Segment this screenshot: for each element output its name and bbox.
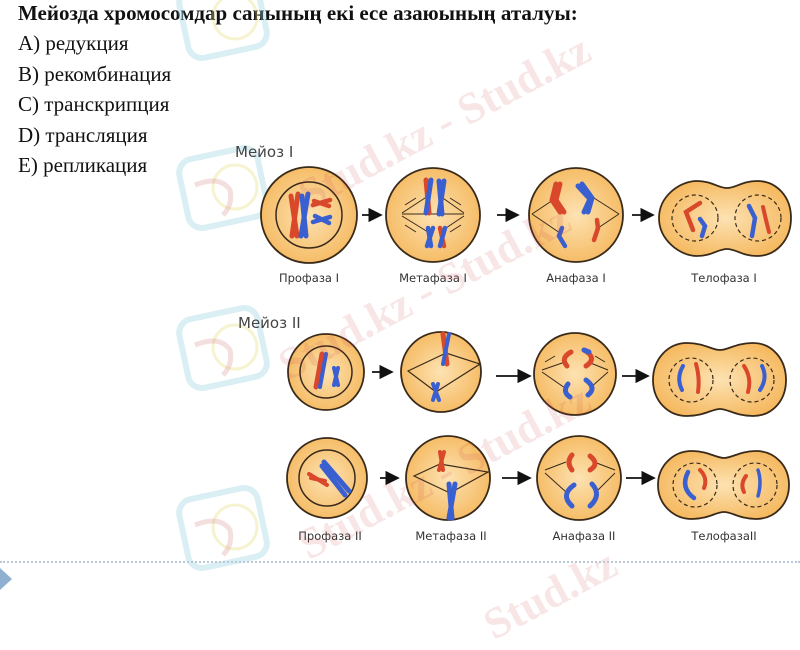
slide-divider: [0, 561, 800, 563]
prophase-2b-cell: [286, 437, 368, 519]
option-c[interactable]: C) транскрипция: [18, 92, 170, 116]
option-e[interactable]: E) репликация: [18, 153, 148, 177]
next-slide-arrow-icon[interactable]: [0, 568, 12, 590]
anaphase-2b-cell: [536, 435, 622, 521]
telophase-2b-cell: [657, 450, 790, 520]
answer-options: A) редукция B) рекомбинация C) транскрип…: [18, 28, 171, 181]
meiosis-diagram: [260, 166, 792, 521]
option-a[interactable]: A) редукция: [18, 31, 129, 55]
prophase-2a-cell: [287, 333, 365, 411]
metaphase-2a-cell: [400, 331, 482, 413]
label-telophase-1: Телофаза I: [691, 271, 757, 285]
telophase-2a-cell: [652, 342, 787, 417]
label-metaphase-1: Метафаза I: [399, 271, 467, 285]
telophase-1-cell: [658, 180, 792, 257]
anaphase-2a-cell: [533, 332, 617, 416]
option-b[interactable]: B) рекомбинация: [18, 61, 172, 86]
label-telophase-2: ТелофазаII: [691, 529, 757, 543]
meiosis-1-title: Мейоз I: [235, 143, 294, 161]
question-title: Мейозда хромосомдар санының екі есе азаю…: [18, 1, 578, 25]
meiosis-2-title: Мейоз II: [238, 314, 301, 332]
metaphase-1-cell: [385, 167, 481, 263]
label-metaphase-2: Метафаза II: [415, 529, 487, 543]
label-anaphase-1: Анафаза I: [546, 271, 606, 285]
metaphase-2b-cell: [405, 435, 491, 521]
label-prophase-1: Профаза I: [278, 271, 340, 285]
label-anaphase-2: Анафаза II: [552, 529, 616, 543]
prophase-1-cell: [260, 166, 358, 264]
option-d[interactable]: D) трансляция: [18, 122, 148, 147]
label-prophase-2: Профаза II: [298, 529, 362, 543]
anaphase-1-cell: [528, 167, 624, 263]
